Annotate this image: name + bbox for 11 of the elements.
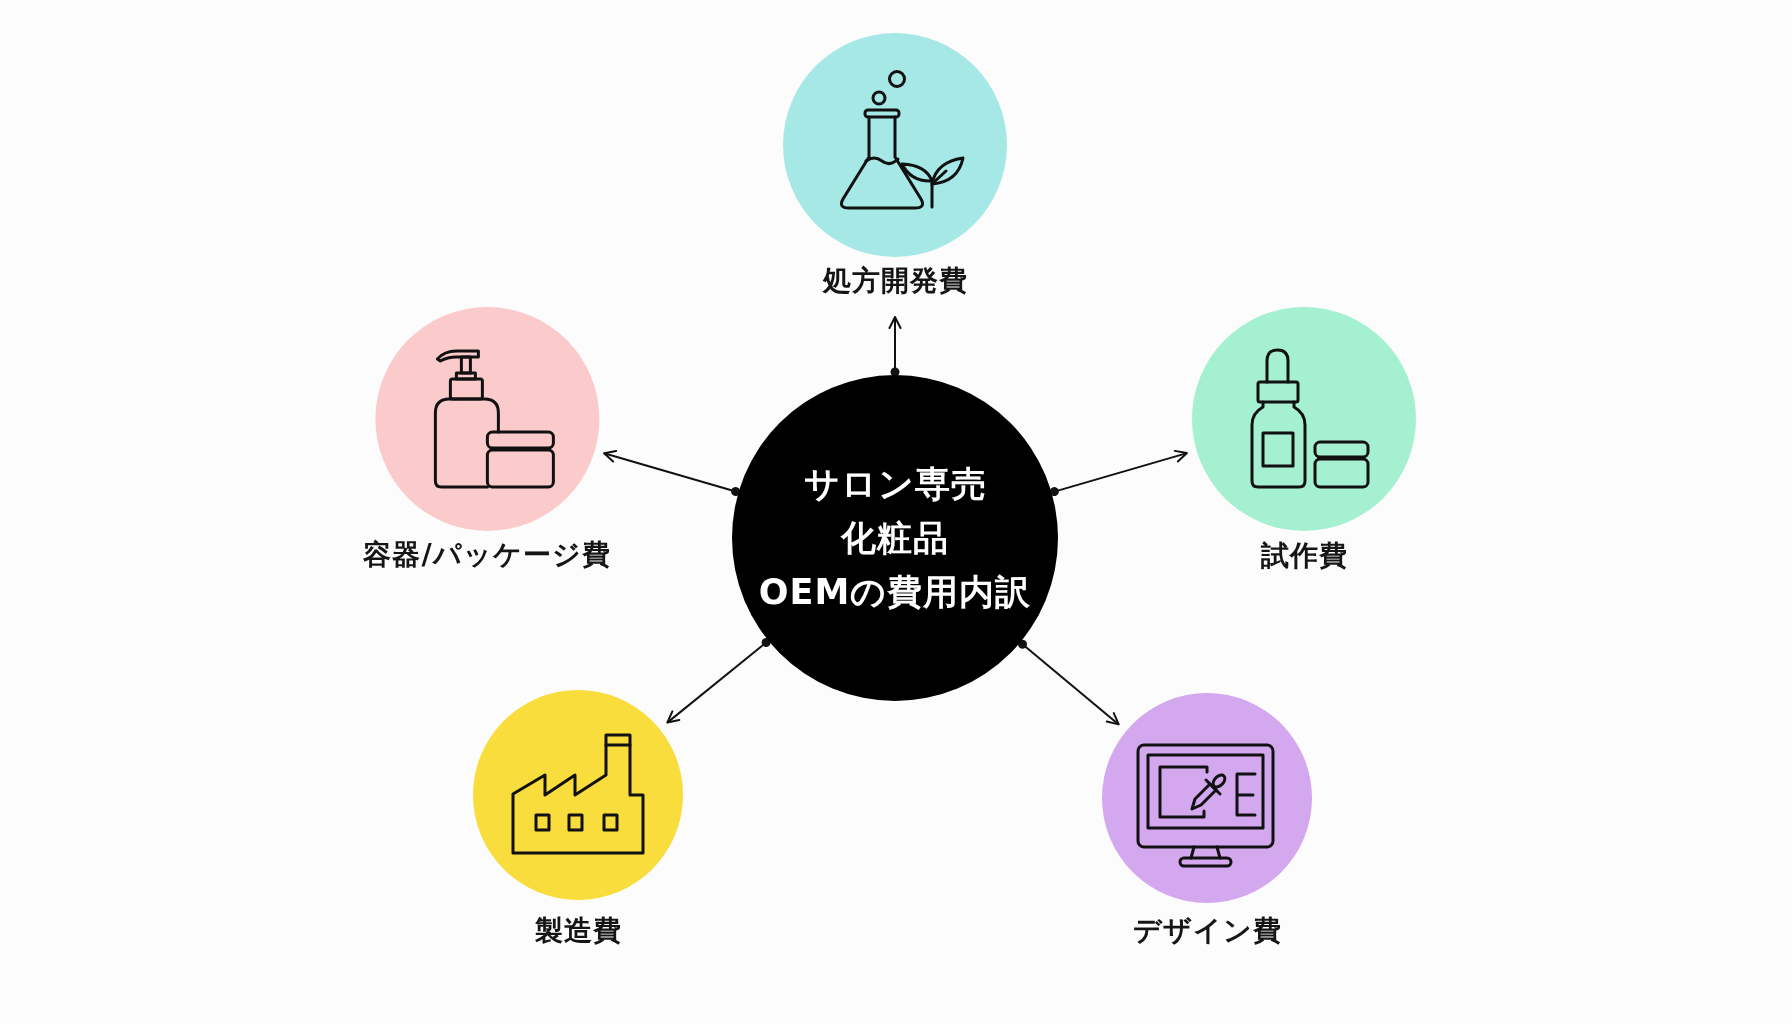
circle-label: 試作費 bbox=[1260, 539, 1348, 573]
arrow bbox=[666, 638, 771, 724]
circle-label: 容器/パッケージ費 bbox=[363, 538, 611, 572]
hub-title: サロン専売化粧品OEMの費用内訳 bbox=[758, 463, 1032, 614]
arrow bbox=[888, 316, 902, 377]
circle-label: 処方開発費 bbox=[822, 264, 968, 298]
arrow bbox=[1018, 639, 1120, 726]
circle-label: デザイン費 bbox=[1132, 914, 1282, 948]
circle-label: 製造費 bbox=[534, 914, 622, 948]
arrow bbox=[1049, 449, 1188, 497]
arrow bbox=[603, 450, 741, 496]
